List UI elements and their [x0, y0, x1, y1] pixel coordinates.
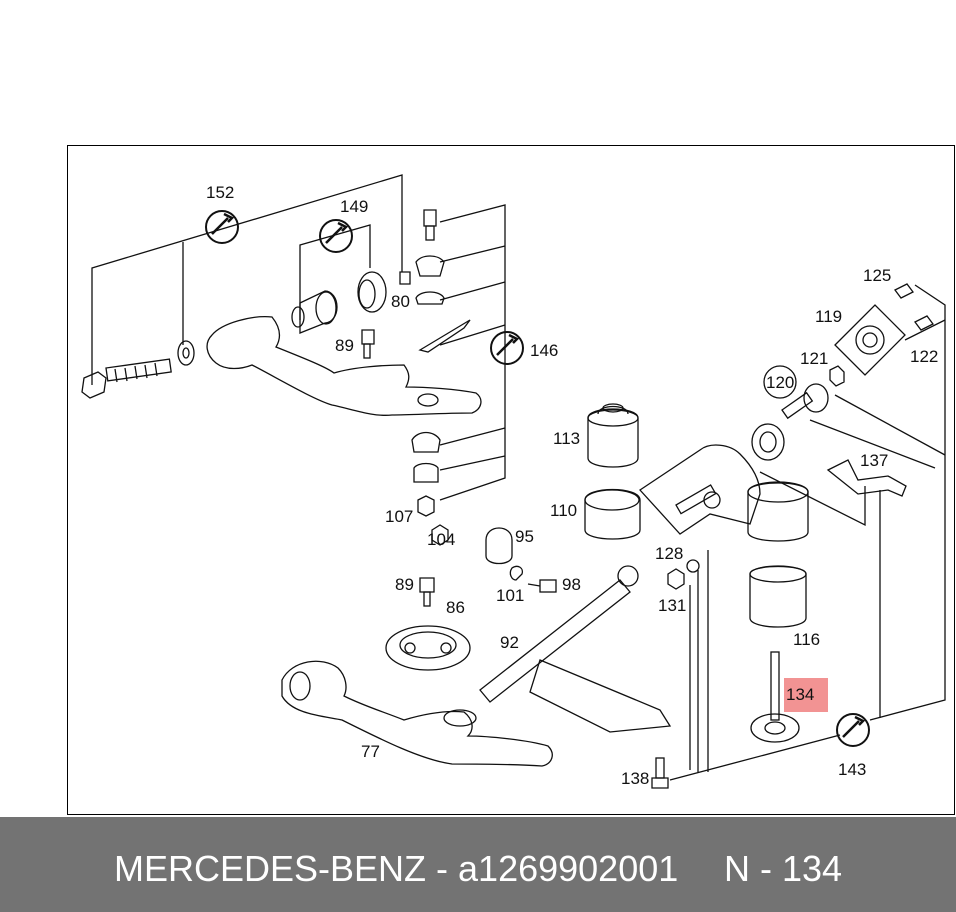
wrench-icon — [490, 331, 524, 365]
callout-label: 121 — [800, 349, 828, 368]
callout-label: 104 — [427, 530, 455, 549]
callout-labels: 152 149 80 89 146 113 110 107 104 95 98 … — [206, 183, 938, 788]
wrench-icon — [205, 210, 239, 244]
callout-label: 107 — [385, 507, 413, 526]
callout-label: 86 — [446, 598, 465, 617]
callout-label: 125 — [863, 266, 891, 285]
callout-label: 120 — [766, 373, 794, 392]
callout-label: 110 — [550, 501, 577, 520]
callout-label: 138 — [621, 769, 649, 788]
callout-label: 149 — [340, 197, 368, 216]
footer-bar: MERCEDES-BENZ - a1269902001 N - 134 — [0, 817, 956, 912]
callout-circle-120 — [763, 365, 797, 399]
highlight-134 — [784, 678, 828, 712]
callout-label: 113 — [553, 429, 580, 448]
callout-label: 101 — [496, 586, 524, 605]
callout-label: 80 — [391, 292, 410, 311]
callout-label: 98 — [562, 575, 581, 594]
callout-label: 128 — [655, 544, 683, 563]
callout-label: 95 — [515, 527, 534, 546]
torque-icons — [205, 210, 870, 747]
wrench-icon — [836, 713, 870, 747]
callout-label: 137 — [860, 451, 888, 470]
callout-label: 152 — [206, 183, 234, 202]
callout-label: 77 — [361, 742, 380, 761]
wrench-icon — [319, 219, 353, 253]
callout-label: 122 — [910, 347, 938, 366]
callout-label: 92 — [500, 633, 519, 652]
callout-label: 89 — [335, 336, 354, 355]
callout-label: 119 — [815, 307, 842, 326]
callout-label: 146 — [530, 341, 558, 360]
callout-label: 143 — [838, 760, 866, 779]
callout-label: 131 — [658, 596, 686, 615]
position-number: N - 134 — [724, 848, 843, 889]
brand-part-number: MERCEDES-BENZ - a1269902001 — [114, 848, 679, 889]
callout-label: 89 — [395, 575, 414, 594]
callout-label: 116 — [793, 630, 820, 649]
callout-label: 134 — [786, 685, 814, 704]
